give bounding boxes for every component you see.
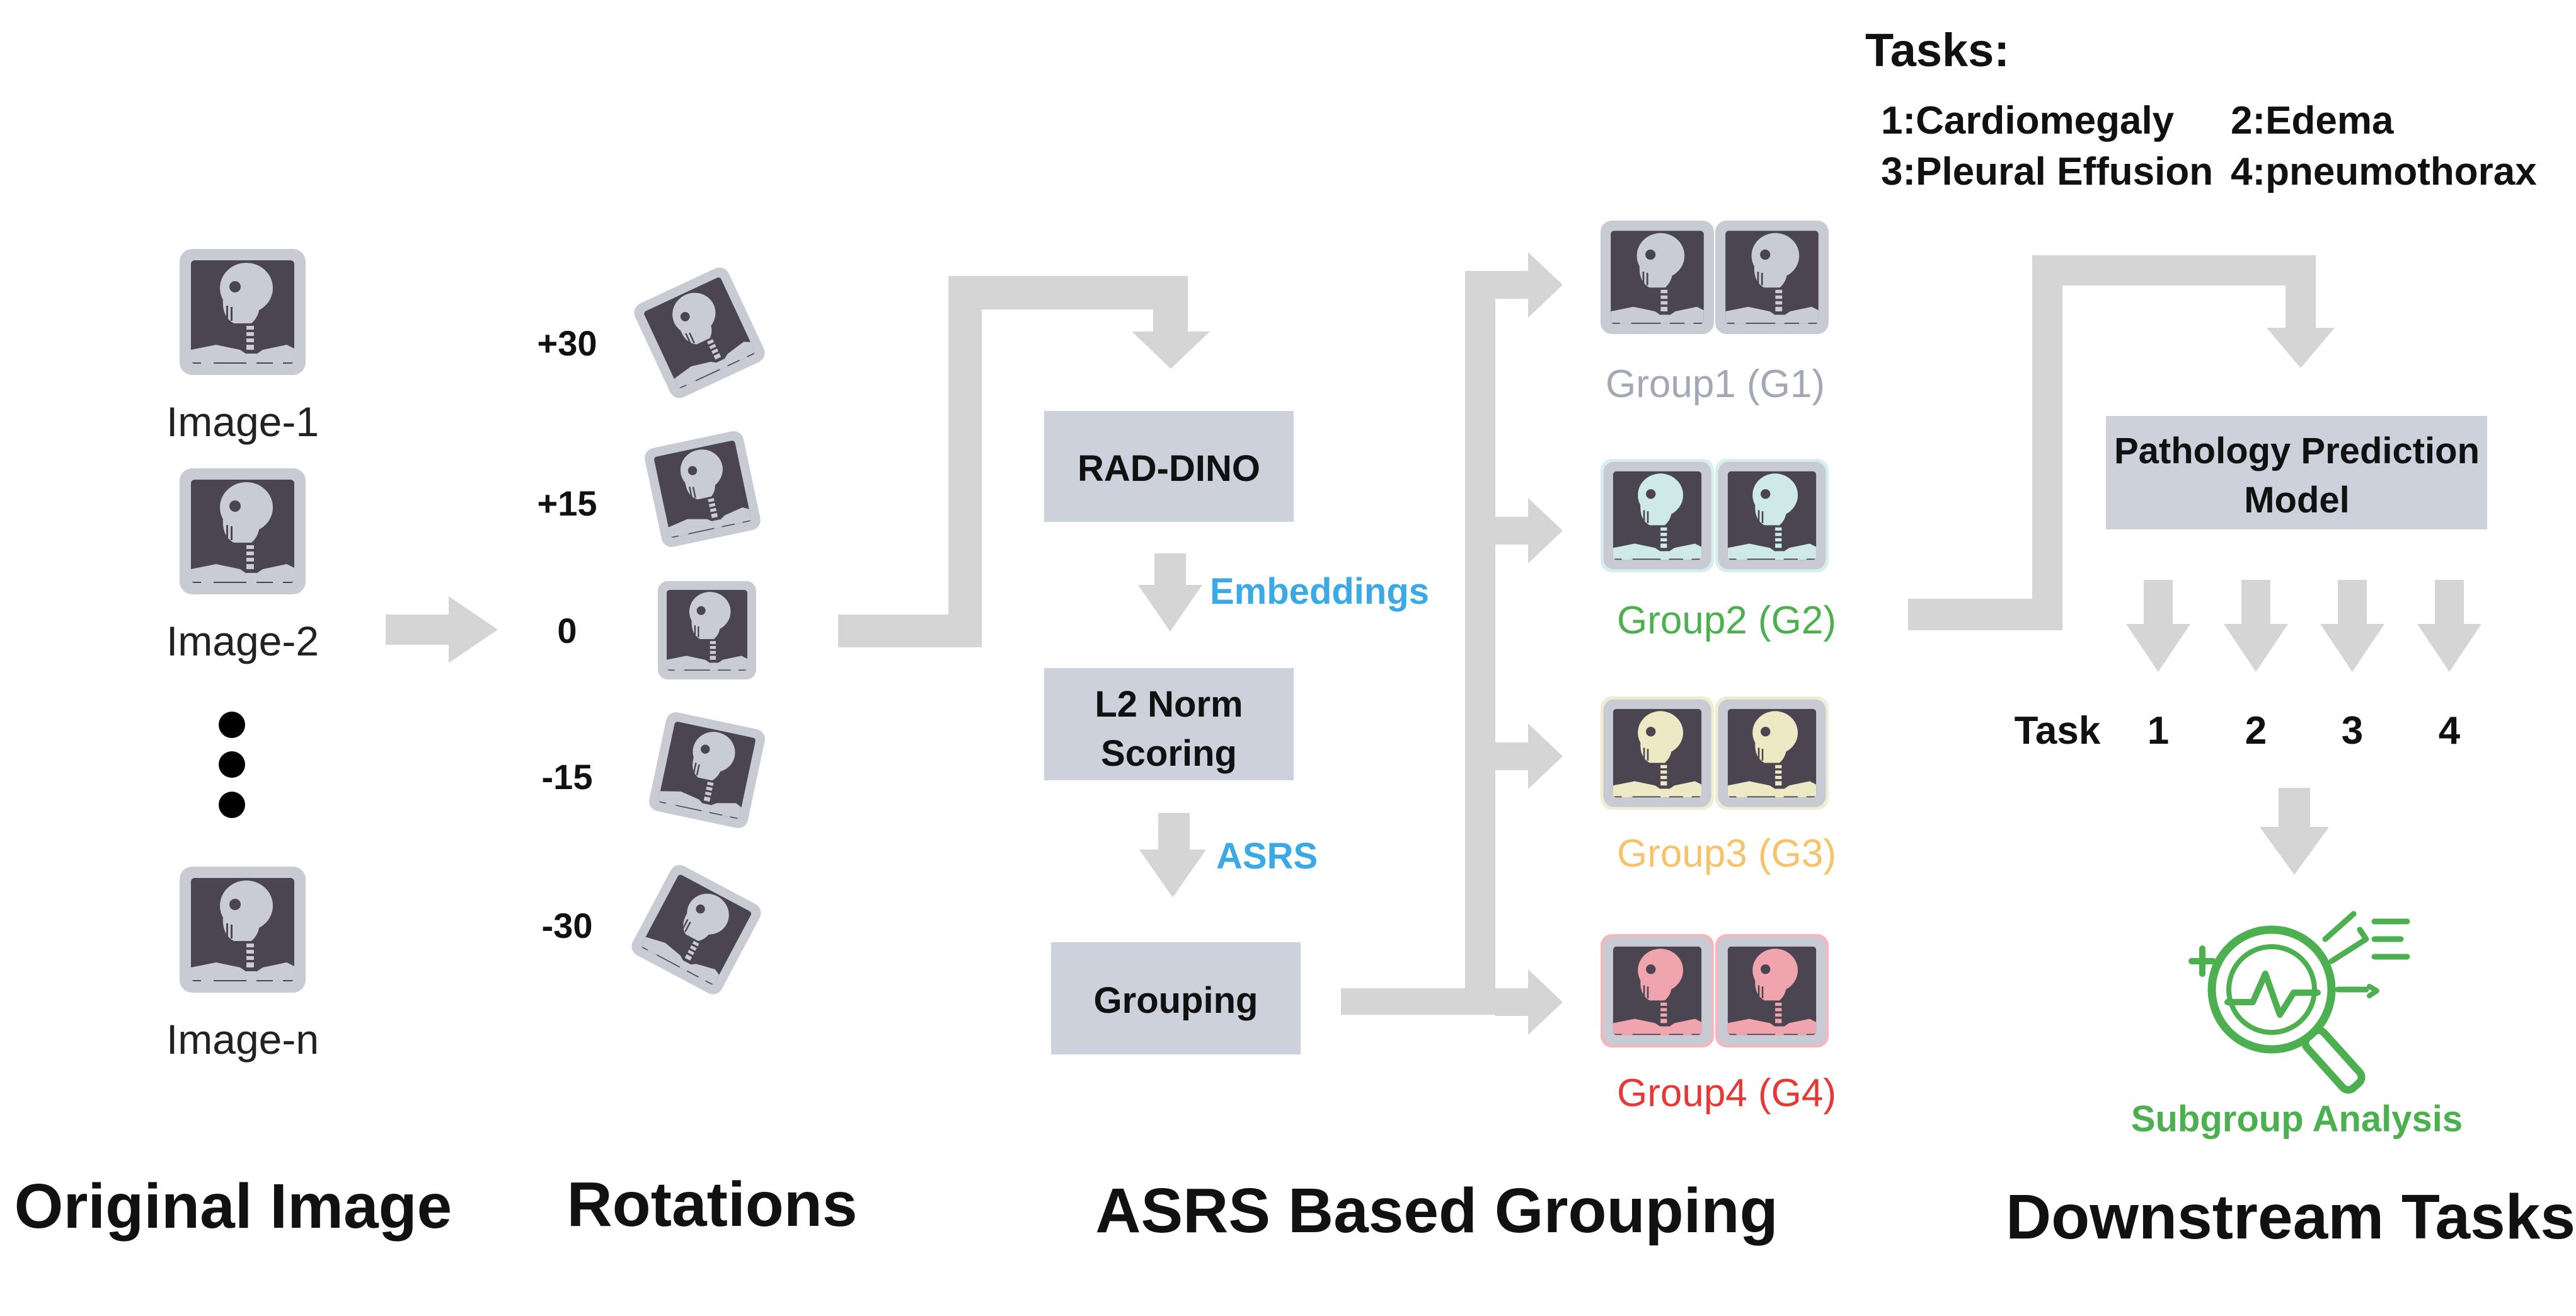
task-item-4: 4:pneumothorax bbox=[2231, 150, 2537, 193]
embeddings-label: Embeddings bbox=[1210, 571, 1429, 612]
asrs-label: ASRS bbox=[1216, 836, 1318, 877]
group2-label: Group2 (G2) bbox=[1617, 599, 1836, 642]
arrow-asrs bbox=[1139, 813, 1206, 898]
section-title-rotations: Rotations bbox=[566, 1169, 857, 1240]
rotation-angle-plus15: +15 bbox=[538, 483, 597, 523]
rotated-image-minus30 bbox=[628, 861, 765, 998]
group4-label: Group4 (G4) bbox=[1617, 1071, 1836, 1115]
original-image-n-label: Image-n bbox=[166, 1016, 319, 1063]
group3-image-b bbox=[1715, 696, 1829, 810]
rad-dino-box bbox=[1044, 411, 1294, 522]
original-image-2 bbox=[180, 468, 306, 594]
grouping-label: Grouping bbox=[1094, 980, 1258, 1021]
rotation-angle-0: 0 bbox=[557, 611, 577, 650]
original-image-n bbox=[180, 867, 306, 993]
rotation-angle-plus30: +30 bbox=[538, 323, 597, 363]
section-title-original-image: Original Image bbox=[14, 1171, 452, 1242]
task-number-2: 2 bbox=[2245, 709, 2267, 753]
subgroup-analysis-label: Subgroup Analysis bbox=[2131, 1099, 2463, 1140]
original-image-2-label: Image-2 bbox=[166, 618, 319, 664]
group2-image-a bbox=[1601, 459, 1714, 572]
rotated-image-plus30 bbox=[631, 264, 768, 401]
grouping-box bbox=[1051, 942, 1301, 1054]
task-number-3: 3 bbox=[2342, 709, 2363, 753]
group4-image-b bbox=[1715, 934, 1829, 1048]
arrow-to-rad-dino bbox=[838, 276, 1210, 647]
group1-label: Group1 (G1) bbox=[1606, 362, 1825, 406]
section-title-downstream-tasks: Downstream Tasks bbox=[2006, 1182, 2575, 1252]
rotated-image-0 bbox=[658, 581, 756, 679]
arrow-to-pathology-model bbox=[1908, 255, 2335, 630]
task-item-2: 2:Edema bbox=[2231, 99, 2394, 142]
pathology-model-line2: Model bbox=[2244, 480, 2350, 521]
group1-image-a bbox=[1601, 221, 1714, 334]
arrow-embeddings bbox=[1138, 553, 1202, 632]
rotated-image-plus15 bbox=[643, 429, 762, 549]
rad-dino-label: RAD-DINO bbox=[1078, 448, 1260, 489]
task-number-4: 4 bbox=[2439, 709, 2461, 753]
rotation-angle-minus15: -15 bbox=[542, 757, 593, 797]
magnifier-analysis-icon bbox=[2188, 911, 2410, 1094]
branch-arrows bbox=[1341, 252, 1563, 1035]
task-item-1: 1:Cardiomegaly bbox=[1881, 99, 2175, 142]
l2-norm-scoring-box bbox=[1044, 668, 1294, 780]
arrow-to-rotations bbox=[386, 596, 498, 663]
original-image-1 bbox=[180, 249, 306, 375]
group2-image-b bbox=[1715, 459, 1829, 572]
pathology-model-box bbox=[2106, 416, 2487, 529]
task-label: Task bbox=[2015, 709, 2101, 753]
pathology-model-line1: Pathology Prediction bbox=[2114, 430, 2480, 471]
group4-image-a bbox=[1601, 934, 1714, 1048]
ellipsis-dots bbox=[219, 712, 245, 818]
group1-image-b bbox=[1715, 221, 1829, 334]
group3-label: Group3 (G3) bbox=[1617, 832, 1836, 875]
original-image-1-label: Image-1 bbox=[166, 398, 319, 445]
rotation-angle-minus30: -30 bbox=[542, 906, 593, 945]
tasks-heading: Tasks: bbox=[1865, 24, 2010, 76]
l2-norm-label: L2 Norm bbox=[1095, 684, 1243, 725]
task-item-3: 3:Pleural Effusion bbox=[1881, 150, 2213, 193]
scoring-label: Scoring bbox=[1101, 733, 1237, 774]
arrow-to-analysis bbox=[2260, 788, 2329, 875]
section-title-asrs-grouping: ASRS Based Grouping bbox=[1095, 1175, 1778, 1246]
task-number-1: 1 bbox=[2148, 709, 2169, 753]
task-output-arrows bbox=[2126, 580, 2481, 672]
group3-image-a bbox=[1601, 696, 1714, 810]
rotated-image-minus15 bbox=[647, 710, 767, 830]
